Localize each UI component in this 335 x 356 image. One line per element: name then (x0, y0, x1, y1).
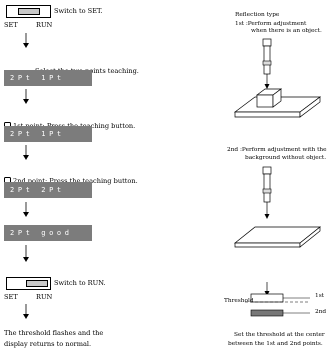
bottom-note-line2: between the 1st and 2nd points. (228, 341, 323, 347)
bottom-note-line1: Set the threshold at the center (234, 332, 325, 338)
mode-switch-run[interactable] (6, 277, 51, 290)
final-note-line2: display returns to normal. (4, 340, 92, 348)
down-arrow-icon (23, 304, 29, 319)
label-2nd: 2nd (315, 309, 327, 315)
switch-knob (26, 280, 48, 287)
down-arrow-icon (23, 33, 29, 48)
down-arrow-icon (23, 245, 29, 262)
threshold-diagram (245, 282, 310, 317)
reflection-type-title: Reflection type (235, 12, 280, 18)
mode-switch-set[interactable] (6, 5, 51, 18)
threshold-label: Threshold (224, 298, 254, 304)
set-label: SET (4, 21, 18, 29)
set-label: SET (4, 293, 18, 301)
switch-run-instruction: Switch to RUN. (54, 279, 106, 287)
second-adjust-line2: background without object. (245, 155, 327, 161)
down-arrow-icon (23, 89, 29, 104)
down-arrow-icon (23, 145, 29, 160)
sensor-with-object-illustration (233, 38, 322, 118)
first-adjust-line1: 1st :Perform adjustment (235, 21, 307, 27)
second-point-instruction: 2nd point: Press the teaching button. (13, 177, 138, 185)
run-label: RUN (36, 293, 53, 301)
run-label: RUN (36, 21, 53, 29)
lcd-display-2: 2Pt 1Pt (4, 126, 92, 142)
switch-knob (18, 8, 40, 15)
switch-set-instruction: Switch to SET. (54, 7, 103, 15)
second-adjust-line1: 2nd :Perform adjustment with the (227, 147, 327, 153)
first-adjust-line2: when there is an object. (251, 28, 322, 34)
lcd-display-1: 2Pt 1Pt (4, 70, 92, 86)
final-note-line1: The threshold flashes and the (4, 329, 104, 337)
lcd-display-3: 2Pt 2Pt (4, 182, 92, 198)
lcd-display-4: 2Pt good (4, 225, 92, 241)
sensor-background-illustration (234, 166, 321, 248)
label-1st: 1st (315, 293, 324, 299)
down-arrow-icon (23, 202, 29, 217)
